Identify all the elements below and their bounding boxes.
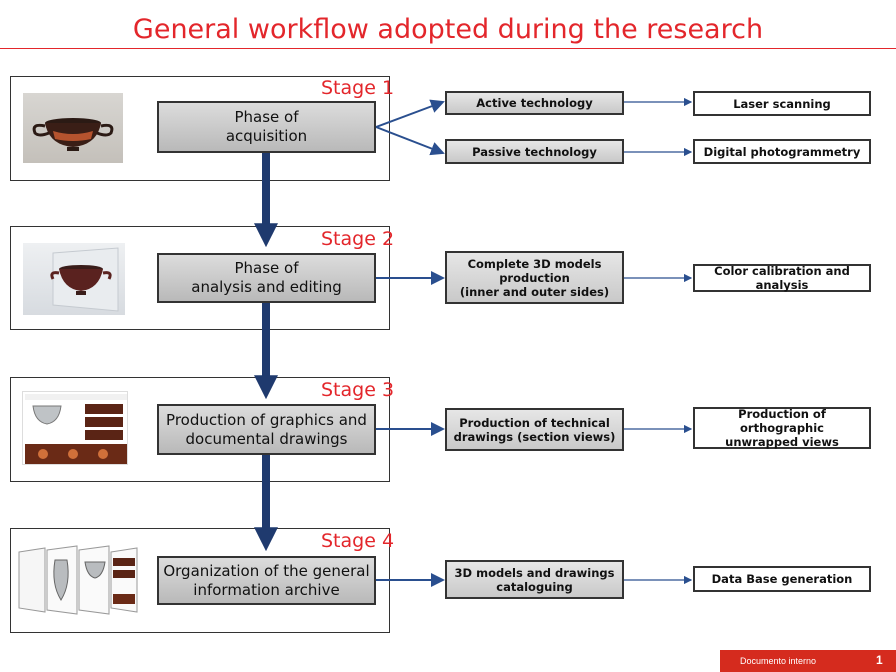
stage-3-phase-box: Production of graphics and documental dr… xyxy=(157,404,376,455)
stage-2-model-render xyxy=(23,243,125,315)
footer-label: Documento interno xyxy=(740,656,817,666)
cataloguing-box: 3D models and drawings cataloguing xyxy=(445,560,624,599)
stage-2-phase-box: Phase of analysis and editing xyxy=(157,253,376,303)
page-title: General workflow adopted during the rese… xyxy=(132,14,764,45)
result-arrows xyxy=(624,97,693,585)
technical-drawings-box: Production of technical drawings (sectio… xyxy=(445,408,624,451)
stage-3-drawing-sheet xyxy=(22,391,128,465)
stage-1-vase-photo xyxy=(23,93,123,163)
stage-1-phase-box: Phase of acquisition xyxy=(157,101,376,153)
stage-4-archive-sheets xyxy=(15,544,139,618)
branch-arrows xyxy=(375,99,445,587)
stage-4-label: Stage 4 xyxy=(321,530,395,552)
stage-1-label: Stage 1 xyxy=(321,77,395,99)
color-calibration-box: Color calibration and analysis xyxy=(693,264,871,292)
orthographic-views-box: Production of orthographic unwrapped vie… xyxy=(693,407,871,449)
laser-scanning-box: Laser scanning xyxy=(693,91,871,116)
stage-4-phase-box: Organization of the general information … xyxy=(157,556,376,605)
active-technology-box: Active technology xyxy=(445,91,624,115)
stage-3-label: Stage 3 xyxy=(321,379,395,401)
footer-bar xyxy=(720,650,896,672)
passive-technology-box: Passive technology xyxy=(445,139,624,164)
stage-2-label: Stage 2 xyxy=(321,228,395,250)
3d-models-production-box: Complete 3D models production (inner and… xyxy=(445,251,624,304)
page-number: 1 xyxy=(876,653,883,667)
digital-photogrammetry-box: Digital photogrammetry xyxy=(693,139,871,164)
title-divider xyxy=(0,48,896,49)
database-generation-box: Data Base generation xyxy=(693,566,871,592)
